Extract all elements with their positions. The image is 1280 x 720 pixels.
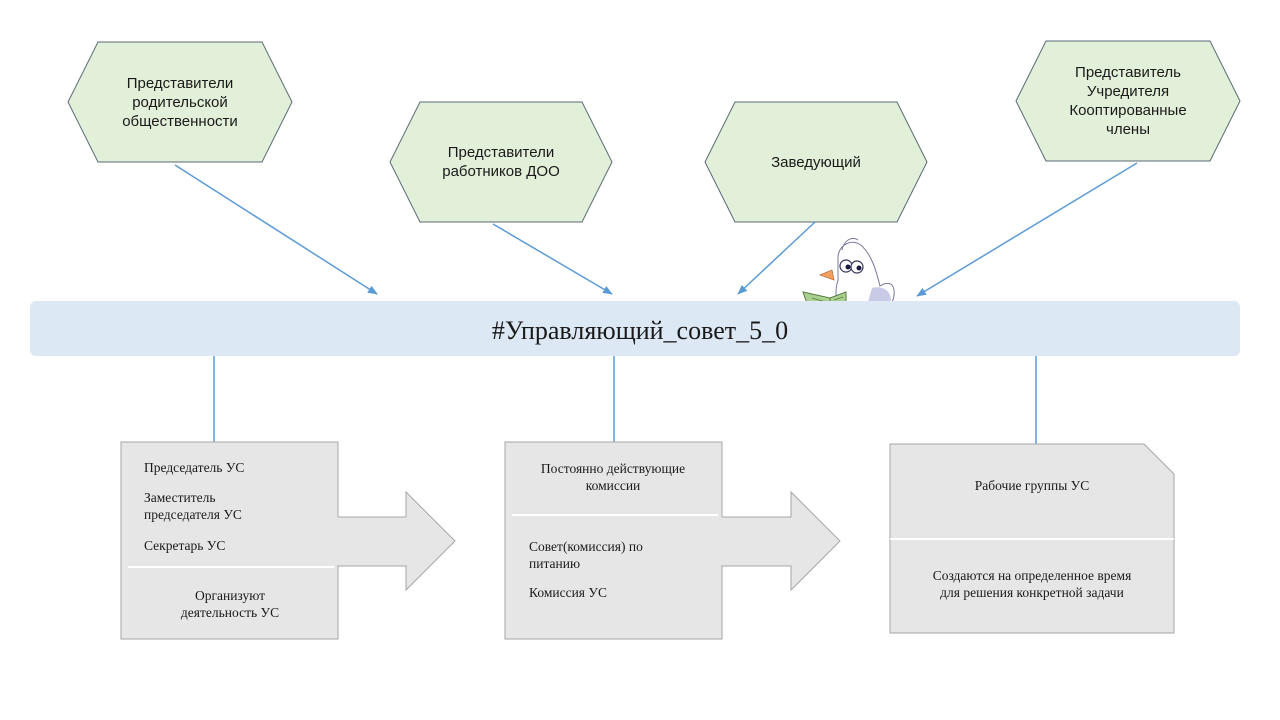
left-box-chair: Председатель УС xyxy=(144,460,245,475)
node-parents-line: общественности xyxy=(122,112,238,130)
left-box-deputy-line: Заместитель xyxy=(144,490,216,505)
middle-box-shape xyxy=(504,441,841,640)
node-founder-line: Учредителя xyxy=(1086,83,1170,100)
right-box-description-line: для решения конкретной задачи xyxy=(940,585,1124,600)
node-founder-label: Представитель Учредителя Кооптированные … xyxy=(1046,56,1210,146)
council-title: #Управляющий_совет_5_0 xyxy=(491,316,789,345)
middle-box-item-line: Совет(комиссия) по xyxy=(529,539,643,554)
node-head-line: Заведующий xyxy=(771,153,861,171)
node-staff-label: Представители работников ДОО xyxy=(420,132,582,192)
node-staff-line: Представители xyxy=(447,144,555,161)
left-box-divider xyxy=(128,566,334,568)
hexagon-founder xyxy=(1015,40,1241,162)
right-box-description-line: Создаются на определенное время xyxy=(932,568,1132,583)
left-box-deputy: Заместитель председателя УС xyxy=(144,489,242,523)
left-box-summary: Организуют деятельность УС xyxy=(130,587,330,621)
arrow-founder-to-council xyxy=(916,162,1138,297)
middle-box-item-line: питанию xyxy=(529,556,581,571)
middle-box-title-line: Постоянно действующие xyxy=(540,461,686,476)
right-box-title: Рабочие группы УС xyxy=(974,478,1090,493)
arrow-head-to-council xyxy=(737,221,816,295)
node-parents-line: Представители xyxy=(126,74,234,92)
middle-box-divider xyxy=(512,514,718,516)
hexagon-staff xyxy=(389,101,613,223)
right-box-description: Создаются на определенное время для реше… xyxy=(895,567,1169,601)
left-box-deputy-line: председателя УС xyxy=(144,507,242,522)
right-box-divider xyxy=(890,538,1174,540)
left-box-shape xyxy=(120,441,456,640)
middle-box-title-line: комиссии xyxy=(585,478,641,493)
arrow-parents-to-council xyxy=(174,164,378,295)
node-founder-line: Представитель xyxy=(1075,64,1181,81)
council-banner xyxy=(30,301,1240,356)
node-parents-label: Представители родительской общественност… xyxy=(98,62,262,142)
middle-box-title: Постоянно действующие комиссии xyxy=(513,460,713,494)
left-box-secretary: Секретарь УС xyxy=(144,538,226,553)
node-founder-line: Кооптированные xyxy=(1069,102,1187,119)
left-box-summary-line: деятельность УС xyxy=(180,605,280,620)
middle-box-item-commission: Комиссия УС xyxy=(529,585,607,600)
node-head-label: Заведующий xyxy=(735,142,897,182)
node-founder-line: члены xyxy=(1106,121,1150,138)
node-parents-line: родительской xyxy=(132,93,228,111)
node-staff-line: работников ДОО xyxy=(442,163,560,180)
arrow-staff-to-council xyxy=(492,223,613,295)
hexagon-parents xyxy=(67,41,293,163)
hexagon-head xyxy=(704,101,928,223)
left-box-summary-line: Организуют xyxy=(194,588,266,603)
middle-box-item-nutrition: Совет(комиссия) по питанию xyxy=(529,538,643,572)
